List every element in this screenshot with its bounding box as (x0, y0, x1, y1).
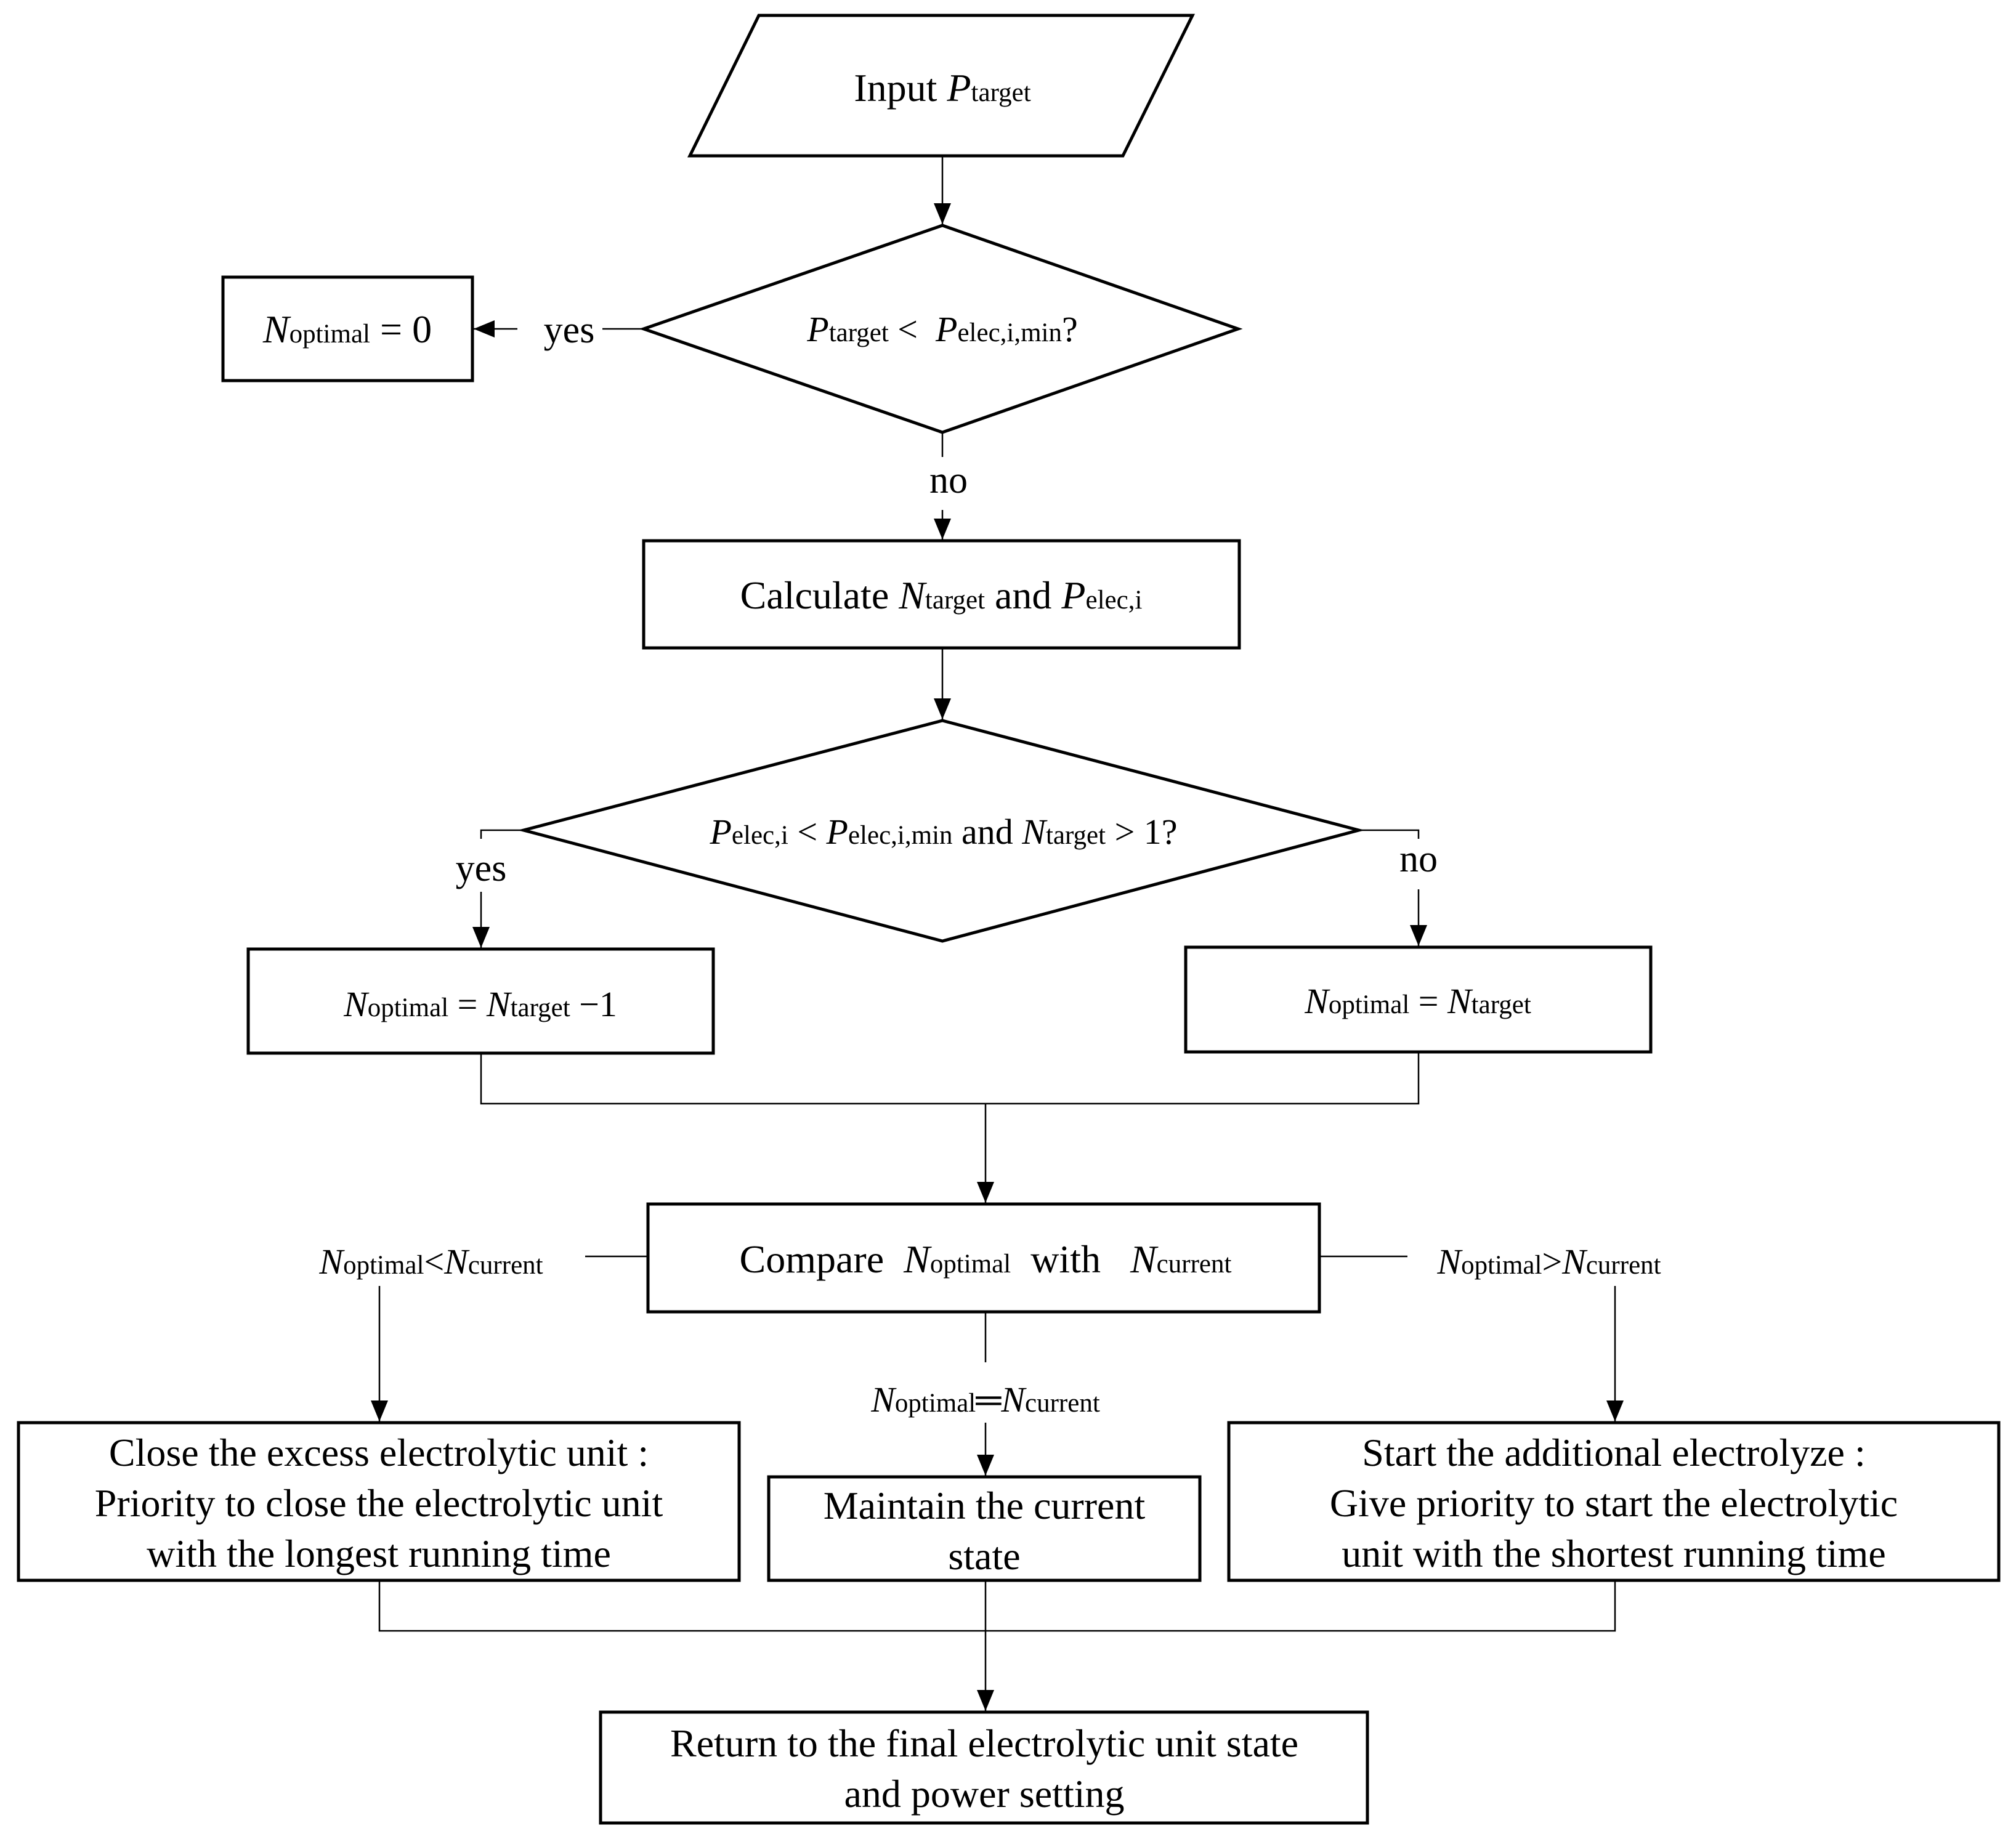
n-optimal-equal-target-box (1184, 945, 1653, 1054)
edge-label-yes-2: yes (456, 847, 507, 889)
compare-label: Compare Noptimal with Ncurrent (740, 1237, 1232, 1281)
close-unit-line-2: Priority to close the electrolytic unit (95, 1481, 663, 1525)
compare-box (646, 1202, 1321, 1314)
close-unit-line-3: with the longest running time (147, 1532, 611, 1575)
decision-2-label: Pelec,i < Pelec,i,min and Ntarget > 1? (709, 812, 1177, 852)
maintain-state-box (767, 1475, 1202, 1582)
edge-merge-lines (480, 1052, 1420, 1105)
start-unit-line-3: unit with the shortest running time (1342, 1532, 1885, 1575)
n-optimal-zero-label: Noptimal = 0 (262, 307, 432, 351)
edge-label-greater: Noptimal>Ncurrent (1436, 1242, 1661, 1282)
edge-bottom-merge-lines (378, 1580, 1616, 1632)
start-unit-line-1: Start the additional electrolyze : (1362, 1431, 1865, 1474)
edge-label-same: Noptimal═Ncurrent (870, 1380, 1100, 1420)
edge-label-yes-1: yes (544, 309, 595, 351)
start-unit-line-2: Give priority to start the electrolytic (1330, 1481, 1898, 1525)
n-optimal-minus-one-label: Noptimal = Ntarget −1 (343, 984, 617, 1024)
edge-label-less: Noptimal<Ncurrent (318, 1242, 543, 1282)
close-unit-line-1: Close the excess electrolytic unit : (109, 1431, 649, 1474)
calculate-box (642, 539, 1241, 650)
edge-label-no-2: no (1399, 838, 1438, 880)
close-unit-box (17, 1421, 741, 1582)
start-unit-box (1227, 1421, 2001, 1582)
final-return-line-1: Return to the final electrolytic unit st… (670, 1721, 1298, 1765)
edge-cond2-yes-line (480, 829, 524, 839)
calculate-label: Calculate Ntarget and Pelec,i (740, 573, 1143, 617)
input-parallelogram (687, 14, 1196, 158)
input-label: Input Ptarget (854, 66, 1030, 110)
decision-1-label: Ptarget < Pelec,i,min? (806, 309, 1078, 349)
edge-label-no-1: no (929, 459, 968, 501)
maintain-state-line-1: Maintain the current (824, 1484, 1146, 1527)
final-return-line-2: and power setting (844, 1772, 1125, 1816)
n-optimal-minus-one-box (246, 947, 715, 1055)
maintain-state-line-2: state (948, 1534, 1020, 1578)
n-optimal-equal-target-label: Noptimal = Ntarget (1304, 981, 1531, 1021)
final-return-box (599, 1710, 1369, 1825)
edge-cond2-no-line (1359, 829, 1420, 839)
n-optimal-zero-box (221, 275, 474, 382)
decision-diamond-2 (517, 719, 1365, 943)
